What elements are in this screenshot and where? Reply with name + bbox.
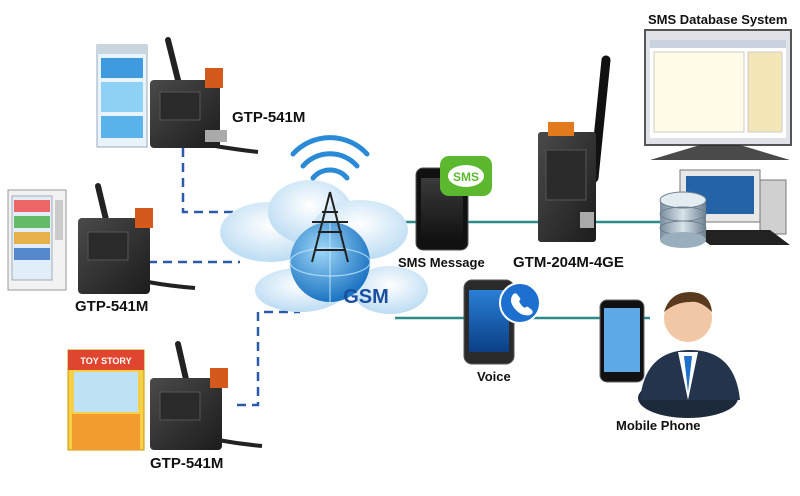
gtp-middle-label: GTP-541M [75,298,149,315]
mobile-phone-user [599,292,740,418]
database-icon [659,191,707,248]
gtm-modem [538,55,611,242]
gtp-top-label: GTP-541M [232,109,306,126]
phone-call-icon [499,282,541,324]
transmission-tower-icon [311,191,349,263]
mobile-phone-label: Mobile Phone [616,418,701,433]
voice-label: Voice [477,369,511,384]
gtm-modem-label: GTM-204M-4GE [513,254,624,271]
gtp-device-top [150,37,259,154]
vending-machine-top [96,44,148,148]
database-monitor [644,29,792,160]
gtp-device-middle [78,183,196,294]
dashed-link-bottom [237,310,300,407]
sms-phone: SMS [415,156,492,251]
sms-database-system-label: SMS Database System [648,12,788,27]
snack-vending-machine [7,189,67,291]
gtp-device-bottom [150,341,263,450]
gsm-label: GSM [343,286,389,308]
claw-machine: TOY STORY [67,349,145,451]
toy-story-sign: TOY STORY [80,356,131,366]
sms-badge-text: SMS [453,170,479,184]
gsm-cloud [220,180,428,314]
gtp-bottom-label: GTP-541M [150,455,224,472]
wireless-signal-icon [290,135,370,181]
voice-phone [463,279,541,365]
sms-message-label: SMS Message [398,255,485,270]
